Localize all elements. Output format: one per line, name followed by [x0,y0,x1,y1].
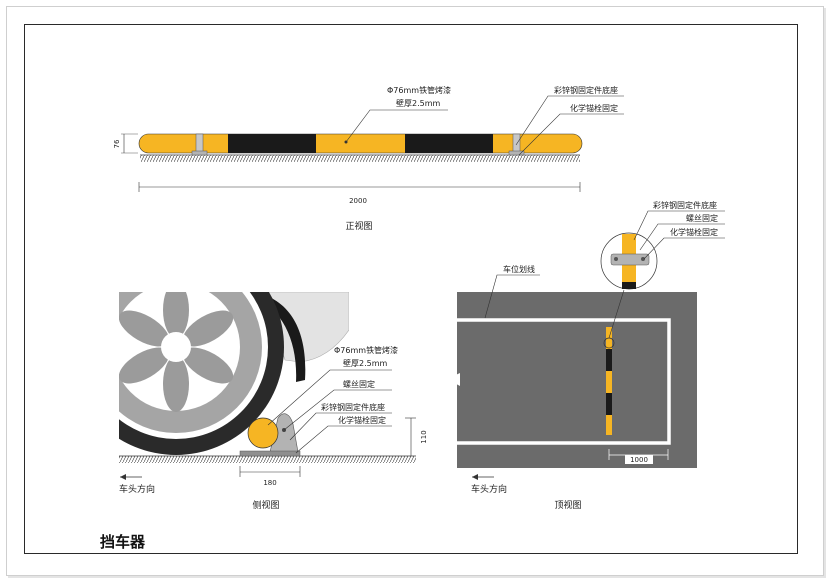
top-direction-arrow [472,474,494,480]
top-view-caption: 顶视图 [554,499,581,511]
front-height-value: 76 [113,139,121,148]
sheet-inner-border [24,24,798,554]
top-base-leader [633,210,725,241]
top-break-mark [447,373,460,386]
side-bar-section [247,417,279,449]
rim-spokes [119,292,234,412]
front-label-anchor: 化学锚栓固定 [518,103,624,156]
front-pipe-label-line1: Φ76mm铁管烤漆 [387,85,451,95]
side-screw-leader [283,389,392,431]
front-length-dimension: 2000 [138,182,581,205]
side-anchor-leader [295,425,392,454]
side-base-label: 彩锌钢固定件底座 [321,402,385,412]
top-direction-label: 车头方向 [471,483,507,495]
front-bar-black-segment [228,134,316,153]
side-width-dimension: 180 [239,466,301,487]
top-anchor-leader [643,237,725,260]
top-anchor-label: 化学锚栓固定 [670,227,718,237]
front-label-pipe: Φ76mm铁管烤漆 壁厚2.5mm [344,85,451,144]
side-height-value: 110 [420,430,428,443]
front-pipe-label-line2: 壁厚2.5mm [396,98,441,108]
side-screw-label: 螺丝固定 [343,379,375,389]
front-bar-black-segment [405,134,493,153]
front-bracket-left [191,133,208,156]
front-length-value: 2000 [349,197,367,205]
wheel-hub [161,332,191,362]
front-view-caption: 正视图 [345,220,372,232]
top-view: 彩锌钢固定件底座 螺丝固定 化学锚栓固定 车位划线 1000 车头方向 [447,200,725,511]
top-offset-dimension: 1000 [608,449,669,464]
front-anchor-label: 化学锚栓固定 [570,103,618,113]
top-base-label: 彩锌钢固定件底座 [653,200,717,210]
top-screw-leader [639,223,725,251]
side-view-caption: 侧视图 [252,499,279,511]
parking-space-line [457,318,671,445]
side-width-value: 180 [263,479,276,487]
wheel-fender [250,292,306,382]
front-label-base: 彩锌钢固定件底座 [515,85,624,146]
side-height-dimension: 110 [405,417,428,456]
vehicle-wheel [119,292,349,455]
side-base-plate [239,450,301,457]
drawing-title: 挡车器 [100,533,146,551]
sheet-outer-border [6,6,824,576]
side-pipe-label-line2: 壁厚2.5mm [343,358,388,368]
top-line-leader [484,274,540,319]
side-direction-label: 车头方向 [119,483,155,495]
front-ground-hatch [140,155,580,162]
top-offset-value: 1000 [630,456,648,464]
front-bar [138,133,583,154]
front-view: 76 2000 Φ76mm铁管烤漆 壁厚2.5mm 彩锌钢固定件底座 化 [113,85,624,232]
top-bar [606,327,612,435]
top-detail-leader [608,289,625,339]
front-base-label: 彩锌钢固定件底座 [554,85,618,95]
side-view: 180 110 Φ76mm铁管烤漆 壁厚2.5mm 螺丝固定 彩锌钢固定件底座 … [119,292,428,511]
side-base-leader [289,412,392,441]
side-anchor-label: 化学锚栓固定 [338,415,386,425]
side-bumper-assembly [239,413,301,457]
front-height-dimension: 76 [113,133,138,154]
top-detail-bubble [600,232,658,290]
side-bracket [269,413,299,453]
side-ground-hatch [119,456,416,463]
side-pipe-leader [267,369,392,426]
top-line-label: 车位划线 [503,264,535,274]
side-direction-arrow [120,474,142,480]
top-screw-label: 螺丝固定 [686,213,718,223]
side-pipe-label-line1: Φ76mm铁管烤漆 [334,345,398,355]
